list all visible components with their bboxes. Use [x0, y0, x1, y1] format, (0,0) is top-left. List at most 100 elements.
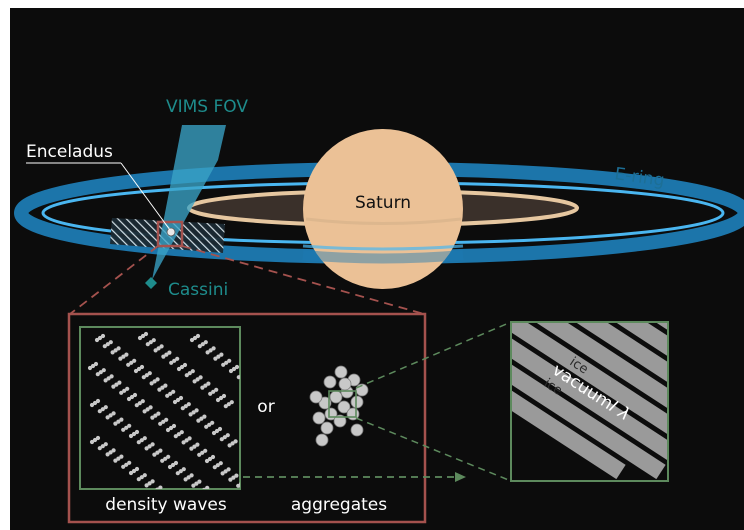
density-wave-particle [160, 385, 165, 390]
aggregate-sphere [350, 423, 364, 437]
density-wave-particle [187, 371, 192, 376]
density-wave-particle [195, 377, 200, 382]
density-wave-particle [167, 350, 172, 355]
density-wave-particle [180, 406, 185, 411]
density-wave-particle [145, 342, 150, 347]
density-wave-particle [221, 362, 226, 367]
density-wave-particle [217, 426, 223, 432]
ice-stripe [511, 390, 626, 480]
density-wave-particle [178, 395, 184, 401]
density-wave-particle [178, 469, 183, 474]
density-wave-particle [101, 368, 106, 373]
density-wave-particle [164, 417, 169, 422]
density-wave-particle [230, 441, 235, 446]
density-wave-particle [98, 370, 103, 375]
aggregate-sphere [338, 377, 352, 391]
density-wave-particle [208, 391, 213, 396]
enceladus-moon [166, 227, 176, 237]
density-wave-particle [131, 431, 137, 437]
density-wave-particle [220, 471, 225, 476]
density-wave-particle [100, 333, 106, 339]
cassini-icon [145, 277, 157, 289]
density-wave-particle [197, 344, 202, 349]
density-wave-particle [121, 427, 126, 432]
density-wave-particle [188, 412, 193, 417]
density-wave-particle [139, 475, 144, 480]
density-wave-particle [127, 460, 132, 465]
density-wave-particle [205, 350, 210, 355]
density-wave-particle [225, 433, 230, 438]
density-wave-particle [208, 348, 213, 353]
zoom-box [156, 220, 184, 248]
density-wave-particle [189, 446, 194, 451]
density-wave-particle [129, 360, 134, 365]
density-wave-particle [189, 473, 194, 478]
density-wave-particle [211, 389, 216, 394]
density-wave-particle [119, 454, 124, 459]
density-wave-particle [95, 398, 101, 404]
vims-fov-label: VIMS FOV [166, 97, 248, 117]
density-wave-particle [87, 365, 93, 371]
connector-arrowhead [455, 472, 466, 482]
density-wave-particle [100, 407, 105, 412]
density-wave-particle [189, 337, 195, 343]
density-wave-particle [196, 418, 201, 423]
ice-vacuum-stripes [511, 322, 668, 480]
density-wave-particle [109, 374, 114, 379]
density-wave-particle [202, 414, 207, 419]
aggregate-sphere [320, 421, 334, 435]
density-wave-particle [171, 389, 176, 394]
density-wave-particle [92, 437, 98, 443]
density-wave-particle [140, 333, 146, 339]
density-wave-particle [214, 428, 220, 434]
density-wave-particle [124, 352, 129, 357]
density-wave-particle [116, 456, 121, 461]
connector-bottom [355, 417, 512, 482]
density-wave-particle [161, 354, 166, 359]
density-wave-particle [176, 366, 182, 372]
density-wave-particle [186, 475, 191, 480]
density-wave-particle [204, 424, 209, 429]
density-wave-particle [144, 446, 149, 451]
density-wave-particle [139, 438, 144, 443]
saturn-ring-front [305, 217, 462, 225]
density-wave-particle [223, 469, 228, 474]
density-wave-particle [142, 436, 147, 441]
density-wave-particle [218, 461, 223, 466]
density-wave-particle [200, 450, 205, 455]
density-wave-particle [148, 405, 153, 410]
density-wave-particle [165, 427, 171, 433]
density-wave-particle [197, 452, 202, 457]
density-wave-particle [158, 448, 163, 453]
density-wave-particle [175, 471, 180, 476]
ice-stripe [511, 364, 666, 480]
density-wave-particle [179, 430, 184, 435]
density-wave-particle [139, 364, 145, 370]
density-wave-particle [195, 333, 201, 339]
density-wave-particle [194, 408, 199, 413]
density-wave-particle [163, 456, 168, 461]
density-wave-particle [215, 397, 221, 403]
density-wave-particle [226, 467, 231, 472]
density-wave-particle [173, 460, 179, 466]
density-wave-particle [128, 470, 134, 476]
density-wave-particle [204, 458, 210, 464]
density-wave-particle [103, 378, 108, 383]
density-wave-particle [226, 402, 231, 407]
density-wave-particle [163, 383, 168, 388]
ice-stripe [575, 322, 668, 383]
density-wave-particle [95, 372, 100, 377]
density-wave-particle [89, 402, 95, 408]
cassini-label: Cassini [168, 280, 228, 300]
ice-stripe [511, 338, 668, 461]
density-wave-particle [103, 405, 108, 410]
density-wave-particle [184, 373, 189, 378]
density-wave-particle [137, 401, 142, 406]
density-wave-particle [171, 423, 177, 429]
density-wave-particle [159, 344, 164, 349]
density-wave-particle [228, 368, 234, 374]
density-wave-particle [158, 485, 163, 489]
density-wave-particle [141, 375, 146, 380]
density-wave-particle [227, 443, 232, 448]
density-wave-particle [175, 356, 180, 361]
